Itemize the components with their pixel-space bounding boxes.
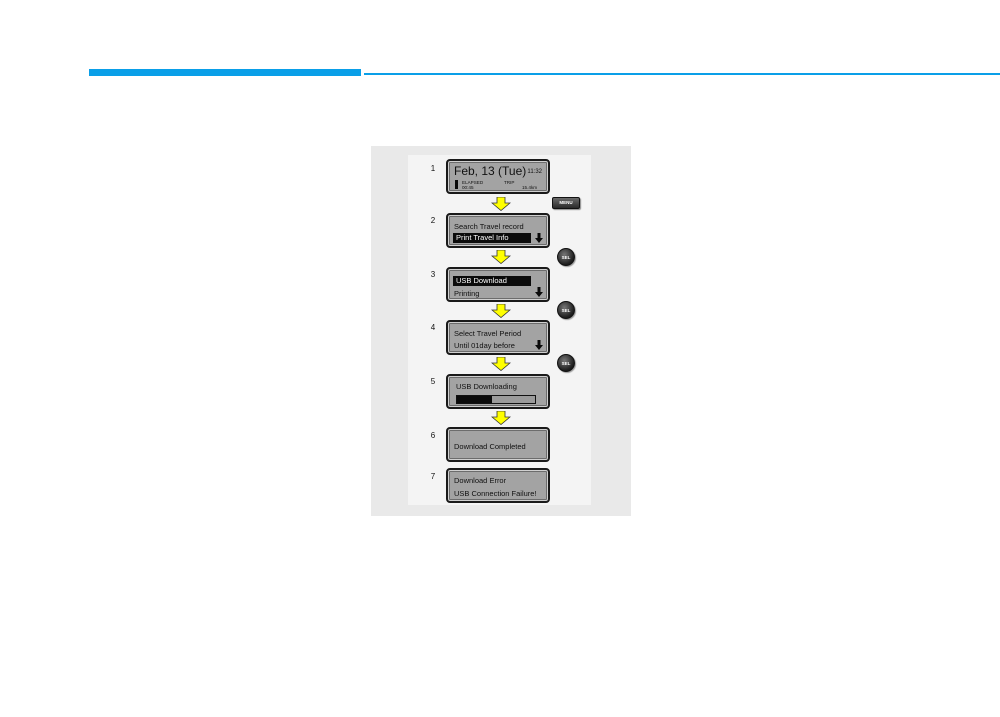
screen-step-1: Feb, 13 (Tue) 11:32 ELAPSED 00:45 TRIP 1… [446,159,550,194]
header-rule-thick [89,69,361,76]
download-progress-bar [456,395,536,404]
screen-line-1: USB Downloading [456,382,517,391]
screen-line-2: Printing [454,289,480,298]
scroll-down-arrow-icon [535,233,543,243]
screen-line-1: Search Travel record [454,222,524,231]
step-number-1: 1 [430,164,436,173]
screen-step-3: USB Download Printing [446,267,550,302]
screen-step-7: Download Error USB Connection Failure! [446,468,550,503]
sel-button[interactable]: SEL [557,248,575,266]
scroll-down-arrow-icon [535,287,543,297]
flow-arrow-down-icon [491,304,511,318]
header-rule-thin [364,73,1000,75]
trip-value: 15.4km [522,185,538,190]
screen-line-2-selected: Print Travel Info [453,233,531,243]
step-number-3: 3 [430,270,436,279]
screen-line-1-selected: USB Download [453,276,531,286]
screen-line-1: Download Error [454,476,507,485]
status-bar-icon [455,180,458,189]
screen-line-2: USB Connection Failure! [454,489,537,498]
flow-arrow-down-icon [491,411,511,425]
screen-step-2: Search Travel record Print Travel Info [446,213,550,248]
flow-arrow-down-icon [491,197,511,211]
flow-arrow-down-icon [491,250,511,264]
sel-button[interactable]: SEL [557,301,575,319]
screen-time: 11:32 [527,169,542,175]
screen-step-5: USB Downloading [446,374,550,409]
screen-step-4: Select Travel Period Until 01day before [446,320,550,355]
screen-line-2: Until 01day before [454,341,515,350]
step-number-7: 7 [430,472,436,481]
flow-arrow-down-icon [491,357,511,371]
step-number-4: 4 [430,323,436,332]
tachograph-usb-download-figure: 1 Feb, 13 (Tue) 11:32 ELAPSED 00:45 TRIP… [371,146,631,516]
step-number-2: 2 [430,216,436,225]
menu-button[interactable]: MENU [552,197,580,209]
scroll-down-arrow-icon [535,340,543,350]
step-number-6: 6 [430,431,436,440]
step-number-5: 5 [430,377,436,386]
elapsed-value: 00:45 [462,185,474,190]
trip-label: TRIP [504,180,515,185]
sel-button[interactable]: SEL [557,354,575,372]
elapsed-label: ELAPSED [462,180,484,185]
screen-line-1: Download Completed [454,442,526,451]
screen-date: Feb, 13 (Tue) [454,164,527,178]
screen-line-1: Select Travel Period [454,329,522,338]
screen-step-6: Download Completed [446,427,550,462]
download-progress-fill [457,396,493,403]
